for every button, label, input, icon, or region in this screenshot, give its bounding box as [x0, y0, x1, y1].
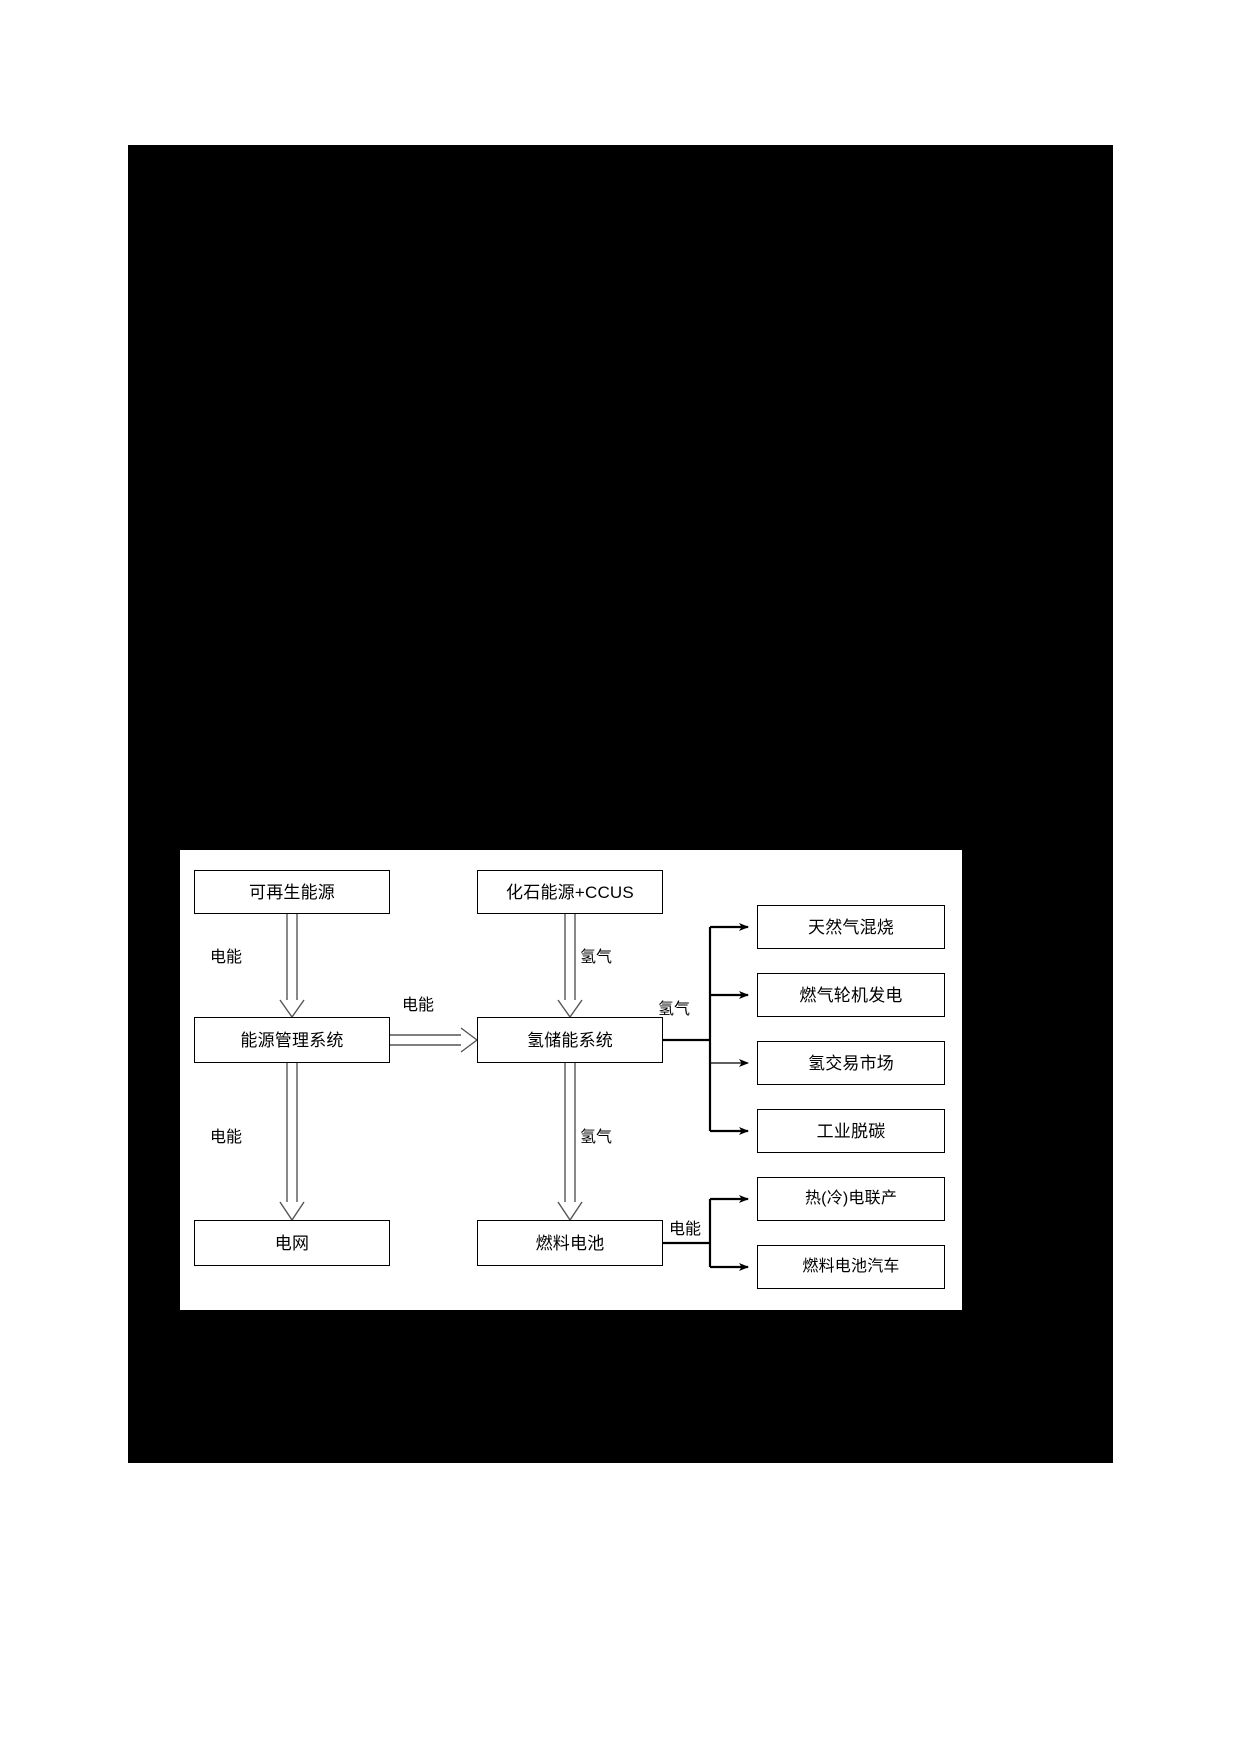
edge-h2storage-to-fuelcell — [557, 1063, 583, 1222]
edge-label-text: 电能 — [210, 1129, 243, 1146]
edge-label-electricity-ems-to-storage: 电能 — [402, 998, 434, 1014]
edge-label-text: 电能 — [402, 997, 435, 1014]
node-fuel-cell-vehicle-label: 燃料电池汽车 — [802, 1258, 900, 1275]
edge-fossil-to-h2storage — [557, 914, 583, 1019]
edge-label-electricity-renewable-to-ems: 电能 — [210, 950, 242, 966]
node-fossil-ccus-label: 化石能源+CCUS — [506, 882, 634, 902]
edge-h2storage-branch-bus — [663, 927, 712, 1131]
node-industrial-decarbonization[interactable]: 工业脱碳 — [757, 1109, 945, 1153]
edge-renewable-to-ems — [279, 914, 305, 1019]
node-power-grid-label: 电网 — [274, 1233, 310, 1253]
node-hydrogen-trading-market-label: 氢交易市场 — [808, 1053, 894, 1073]
node-fuel-cell-vehicle[interactable]: 燃料电池汽车 — [757, 1245, 945, 1289]
edge-label-electricity-fuelcell-to-branches: 电能 — [669, 1222, 701, 1238]
edge-label-text: 电能 — [669, 1221, 702, 1238]
edge-label-text: 氢气 — [658, 1001, 691, 1018]
edge-fuelcell-branch-bus — [663, 1199, 712, 1267]
node-natural-gas-blending-label: 天然气混烧 — [808, 917, 894, 937]
node-hydrogen-storage-system[interactable]: 氢储能系统 — [477, 1017, 663, 1063]
node-gas-turbine-power[interactable]: 燃气轮机发电 — [757, 973, 945, 1017]
edge-label-hydrogen-storage-to-fuelcell: 氢气 — [580, 1130, 612, 1146]
node-power-grid[interactable]: 电网 — [194, 1220, 390, 1266]
node-combined-heat-cooling-power-label: 热(冷)电联产 — [804, 1190, 898, 1207]
node-gas-turbine-power-label: 燃气轮机发电 — [799, 985, 903, 1005]
node-combined-heat-cooling-power[interactable]: 热(冷)电联产 — [757, 1177, 945, 1221]
edge-label-text: 氢气 — [580, 949, 613, 966]
edge-label-electricity-ems-to-grid: 电能 — [210, 1130, 242, 1146]
figure-panel: 可再生能源 化石能源+CCUS 能源管理系统 氢储能系统 电网 燃料电池 天然气… — [180, 850, 962, 1310]
node-energy-management-system[interactable]: 能源管理系统 — [194, 1017, 390, 1063]
node-industrial-decarbonization-label: 工业脱碳 — [816, 1121, 886, 1141]
node-hydrogen-trading-market[interactable]: 氢交易市场 — [757, 1041, 945, 1085]
node-fossil-ccus[interactable]: 化石能源+CCUS — [477, 870, 663, 914]
node-natural-gas-blending[interactable]: 天然气混烧 — [757, 905, 945, 949]
node-fuel-cell-label: 燃料电池 — [535, 1233, 605, 1253]
node-hydrogen-storage-system-label: 氢储能系统 — [527, 1030, 613, 1050]
node-renewable-label: 可再生能源 — [249, 882, 335, 902]
edge-ems-to-grid — [279, 1063, 305, 1222]
node-fuel-cell[interactable]: 燃料电池 — [477, 1220, 663, 1266]
edge-ems-to-h2storage — [390, 1027, 479, 1053]
edge-label-hydrogen-fossil-to-storage: 氢气 — [580, 950, 612, 966]
node-energy-management-system-label: 能源管理系统 — [240, 1030, 344, 1050]
edge-label-hydrogen-storage-to-branches: 氢气 — [658, 1002, 690, 1018]
edge-label-text: 氢气 — [580, 1129, 613, 1146]
edge-label-text: 电能 — [210, 949, 243, 966]
node-renewable[interactable]: 可再生能源 — [194, 870, 390, 914]
